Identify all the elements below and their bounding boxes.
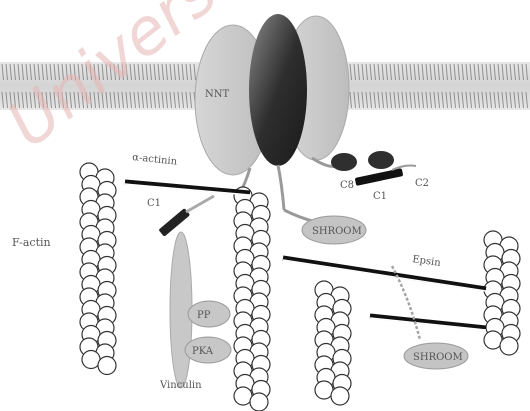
epsin-linker-lower	[370, 316, 486, 330]
c1-label-left: C1	[147, 198, 161, 209]
actin-filament-4	[484, 231, 520, 355]
nnt-label: NNT	[205, 89, 230, 100]
actin-monomer	[82, 351, 100, 369]
actin-monomer	[315, 381, 333, 399]
actin-filament-2	[234, 187, 270, 411]
alpha-actinin-label: α-actinin	[132, 152, 178, 168]
f-actin-label: F-actin	[12, 236, 51, 249]
shroom-label-top: SHROOM	[312, 226, 362, 237]
vinculin-tilt-bar	[158, 208, 190, 237]
actin-monomer	[234, 387, 252, 405]
actin-monomer	[484, 331, 502, 349]
epsin-linker-upper	[283, 258, 486, 291]
c1-protein-right	[368, 151, 394, 169]
shroom-label-bottom: SHROOM	[413, 352, 463, 363]
c1-label-right: C1	[373, 191, 387, 202]
vinculin-complex	[158, 196, 231, 388]
c1-linker-bar	[355, 168, 404, 186]
actin-filaments	[80, 163, 520, 411]
epsin-label: Epsin	[412, 254, 442, 269]
actin-monomer	[331, 387, 349, 405]
transmembrane-complex	[195, 14, 349, 210]
actin-filament-1	[80, 163, 116, 375]
vinculin-label: Vinculin	[159, 380, 202, 391]
c8-protein	[331, 153, 357, 171]
alpha-actinin-linker-top	[125, 182, 250, 195]
actin-monomer	[98, 357, 116, 375]
pp-label: PP	[197, 310, 211, 321]
c2-label: C2	[415, 178, 429, 189]
actin-monomer	[500, 337, 518, 355]
actin-filament-3	[315, 281, 351, 405]
pka-label: PKA	[192, 346, 214, 357]
actin-monomer	[250, 393, 268, 411]
c8-label: C8	[340, 180, 354, 191]
transmembrane-subunit-dark	[249, 14, 307, 166]
